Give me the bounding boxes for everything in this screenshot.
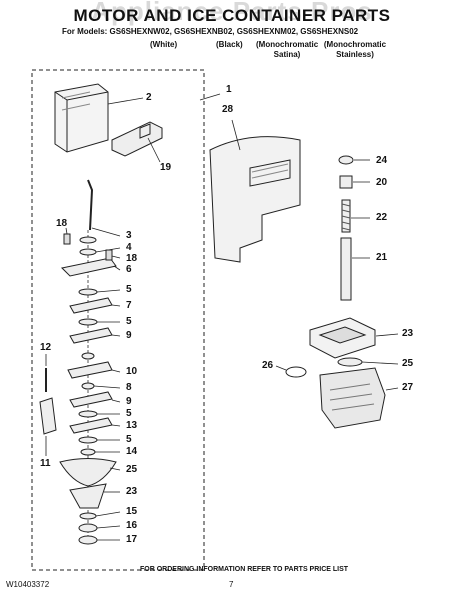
callout-13: 13 <box>126 420 138 431</box>
leader-lines <box>45 93 399 541</box>
callout-5d: 5 <box>126 434 132 445</box>
callout-20: 20 <box>376 177 388 188</box>
callout-27: 27 <box>402 382 414 393</box>
callout-1: 1 <box>226 84 232 95</box>
callout-11: 11 <box>40 458 51 469</box>
callout-25b: 25 <box>402 358 414 369</box>
column-white: (White) <box>150 40 178 49</box>
page-title: MOTOR AND ICE CONTAINER PARTS <box>73 6 391 25</box>
callout-21: 21 <box>376 252 388 263</box>
rod-part <box>87 179 94 231</box>
callout-8: 8 <box>126 382 132 393</box>
callout-5b: 5 <box>126 316 132 327</box>
callout-5a: 5 <box>126 284 132 295</box>
callout-23b: 23 <box>402 328 414 339</box>
callout-18b: 18 <box>126 253 138 264</box>
callout-14: 14 <box>126 446 138 457</box>
motor-mount-part <box>309 317 376 359</box>
callout-10: 10 <box>126 366 138 377</box>
spring-and-block <box>39 368 57 435</box>
callout-3: 3 <box>126 230 132 241</box>
callout-12: 12 <box>40 342 52 353</box>
column-black: (Black) <box>216 40 243 49</box>
callout-5c: 5 <box>126 408 132 419</box>
callout-4: 4 <box>126 242 132 253</box>
column-stainless: (Monochromatic Stainless) <box>323 40 387 59</box>
callout-19: 19 <box>160 162 172 173</box>
callout-18a: 18 <box>56 218 68 229</box>
column-satina: (Monochromatic Satina) <box>256 40 319 59</box>
motor-part <box>319 367 386 429</box>
callout-6: 6 <box>126 264 132 275</box>
page-number: 7 <box>229 580 234 589</box>
right-side-parts <box>338 155 354 301</box>
callout-9a: 9 <box>126 330 132 341</box>
callout-25a: 25 <box>126 464 138 475</box>
callout-9b: 9 <box>126 396 132 407</box>
doc-number: W10403372 <box>6 580 50 589</box>
callout-23a: 23 <box>126 486 138 497</box>
callout-22: 22 <box>376 212 388 223</box>
housing-cover-part <box>209 136 301 263</box>
callout-28: 28 <box>222 104 234 115</box>
callout-7: 7 <box>126 300 132 311</box>
callout-15: 15 <box>126 506 138 517</box>
gasket-part <box>337 357 363 367</box>
ring-part <box>285 366 307 378</box>
callout-26: 26 <box>262 360 274 371</box>
callout-24: 24 <box>376 155 388 166</box>
callout-2: 2 <box>146 92 152 103</box>
assembly-boundary <box>31 69 205 571</box>
ice-container-part <box>54 83 109 153</box>
stacked-washers <box>59 236 117 545</box>
callout-16: 16 <box>126 520 138 531</box>
bracket-part <box>111 121 163 157</box>
callout-17: 17 <box>126 534 138 545</box>
models-line: For Models: GS6SHEXNW02, GS6SHEXNB02, GS… <box>62 27 359 36</box>
ordering-note: FOR ORDERING INFORMATION REFER TO PARTS … <box>140 566 349 573</box>
